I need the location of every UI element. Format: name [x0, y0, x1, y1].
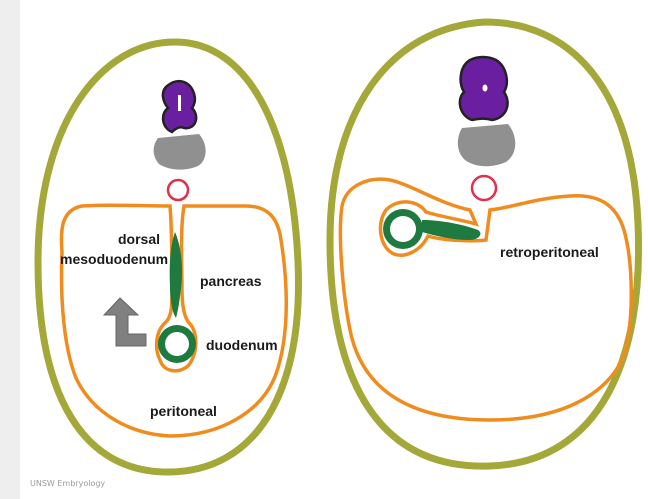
vertebral-body-right	[458, 124, 515, 166]
label-peritoneal: peritoneal	[150, 403, 217, 419]
label-retroperitoneal: retroperitoneal	[500, 244, 599, 260]
credit-text: UNSW Embryology	[30, 479, 105, 488]
duodenum	[158, 325, 196, 363]
aorta-right	[472, 176, 496, 200]
peritoneal-cavity-right	[340, 179, 631, 420]
duodenum-right	[383, 209, 423, 249]
panel-retroperitoneal: retroperitoneal	[330, 22, 639, 466]
label-mesoduodenum: mesoduodenum	[60, 251, 168, 267]
left-margin-strip	[0, 0, 20, 499]
label-pancreas: pancreas	[200, 273, 262, 289]
panel-peritoneal: dorsal mesoduodenum pancreas duodenum pe…	[38, 42, 298, 472]
label-duodenum: duodenum	[206, 337, 278, 353]
vertebral-body	[154, 134, 206, 170]
label-dorsal: dorsal	[118, 231, 160, 247]
neural-tube-right	[460, 57, 508, 120]
aorta	[168, 180, 188, 200]
neural-tube	[163, 81, 196, 132]
rotation-arrow-icon	[104, 298, 146, 346]
